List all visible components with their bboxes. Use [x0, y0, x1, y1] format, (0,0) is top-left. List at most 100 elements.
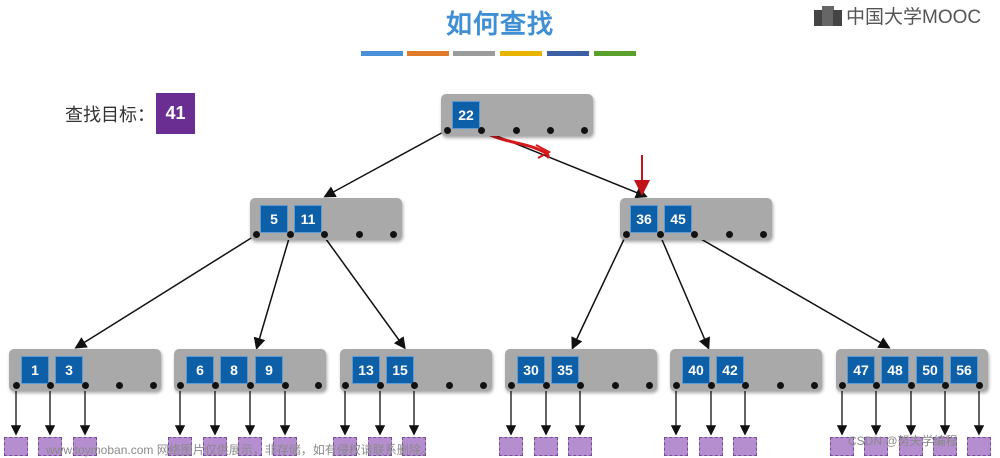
color-bar-gray: [453, 51, 495, 56]
pointer-dot: [581, 127, 588, 134]
pointer-dot: [543, 382, 550, 389]
root-key: 22: [452, 101, 480, 129]
pointer-dot: [253, 231, 260, 238]
pointer-dot: [247, 382, 254, 389]
leaf-node: 13 15: [340, 349, 492, 391]
internal-key: 45: [664, 205, 692, 233]
leaf-key: 56: [950, 356, 978, 384]
page-title: 如何查找: [445, 9, 554, 39]
edge-l2b-leaf4: [571, 234, 627, 350]
mooc-logo-text: 中国大学MOOC: [846, 7, 982, 28]
pointer-dot: [976, 382, 983, 389]
pointer-dot: [287, 231, 294, 238]
data-block: [664, 437, 688, 456]
pointer-dot: [612, 382, 619, 389]
pointer-dot: [150, 382, 157, 389]
pointer-dot: [513, 127, 520, 134]
pointer-dot: [942, 382, 949, 389]
leaf-key: 6: [186, 356, 214, 384]
internal-key: 5: [260, 205, 288, 233]
pointer-dot: [839, 382, 846, 389]
pointer-dot: [47, 382, 54, 389]
pointer-dot: [657, 231, 664, 238]
edge-l2b-leaf5: [659, 234, 710, 350]
pointer-dot: [212, 382, 219, 389]
leaf-node: 1 3: [9, 349, 161, 391]
color-bar-blue: [361, 51, 403, 56]
pointer-dot: [873, 382, 880, 389]
pointer-dot: [444, 127, 451, 134]
pointer-dot: [577, 382, 584, 389]
color-bar-yellow: [500, 51, 542, 56]
data-block: [499, 437, 523, 456]
search-target-label: 查找目标：: [65, 105, 155, 125]
watermark-right: CSDN @努夫学编程: [848, 434, 958, 448]
highlight-curve-tip: [535, 144, 552, 159]
leaf-key: 1: [21, 356, 49, 384]
leaf-node: 47 48 50 56: [836, 349, 988, 391]
pointer-dot: [356, 231, 363, 238]
pointer-dot: [547, 127, 554, 134]
color-bar-green: [594, 51, 636, 56]
pointer-dot: [646, 382, 653, 389]
color-bar-navy: [547, 51, 589, 56]
data-block: [568, 437, 592, 456]
leaf-key: 40: [682, 356, 710, 384]
edge-l2a-leaf3: [322, 234, 406, 350]
leaf-key: 8: [220, 356, 248, 384]
pointer-dot: [508, 382, 515, 389]
pointer-dot: [342, 382, 349, 389]
pointer-dot: [177, 382, 184, 389]
leaf-key: 9: [255, 356, 283, 384]
pointer-dot: [282, 382, 289, 389]
leaf-key: 50: [916, 356, 944, 384]
pointer-dot: [446, 382, 453, 389]
leaf-node: 40 42: [670, 349, 822, 391]
leaf-key: 3: [55, 356, 83, 384]
data-block: [699, 437, 723, 456]
data-block: [534, 437, 558, 456]
data-block: [733, 437, 757, 456]
mooc-logo: 中国大学MOOC: [814, 2, 981, 29]
pointer-dot: [811, 382, 818, 389]
leaf-key: 15: [386, 356, 414, 384]
pointer-dot: [116, 382, 123, 389]
edge-l2a-leaf2: [253, 234, 291, 350]
internal-key: 36: [630, 205, 658, 233]
internal-key: 11: [294, 205, 322, 233]
pointer-dot: [390, 231, 397, 238]
internal-node-left: 5 11: [250, 198, 402, 240]
leaf-node: 30 35: [505, 349, 657, 391]
pointer-dot: [411, 382, 418, 389]
edge-l2a-leaf1: [74, 234, 257, 349]
pointer-dot: [673, 382, 680, 389]
leaf-key: 13: [352, 356, 380, 384]
pointer-dot: [321, 231, 328, 238]
leaf-key: 48: [881, 356, 909, 384]
data-block: [4, 437, 28, 456]
mooc-logo-icon: [814, 5, 842, 26]
watermark-left: www.toymoban.com 网络图片仅供展示，非存储，如有侵权请联系删除。: [46, 443, 433, 457]
highlight-curve: [479, 128, 550, 159]
leaf-node: 6 8 9: [174, 349, 326, 391]
pointer-dot: [726, 231, 733, 238]
leaf-drop-arrows: [10, 388, 985, 436]
pointer-dot: [742, 382, 749, 389]
leaf-key: 30: [517, 356, 545, 384]
root-node: 22: [441, 94, 593, 136]
pointer-dot: [13, 382, 20, 389]
data-block: [967, 437, 991, 456]
pointer-dot: [623, 231, 630, 238]
color-bar-orange: [407, 51, 449, 56]
pointer-dot: [315, 382, 322, 389]
pointer-dot: [377, 382, 384, 389]
edge-l2b-leaf6: [693, 234, 891, 349]
pointer-dot: [478, 127, 485, 134]
leaf-key: 42: [716, 356, 744, 384]
leaf-key: 47: [847, 356, 875, 384]
pointer-dot: [777, 382, 784, 389]
pointer-dot: [82, 382, 89, 389]
pointer-dot: [908, 382, 915, 389]
search-target-value: 41: [156, 93, 195, 134]
